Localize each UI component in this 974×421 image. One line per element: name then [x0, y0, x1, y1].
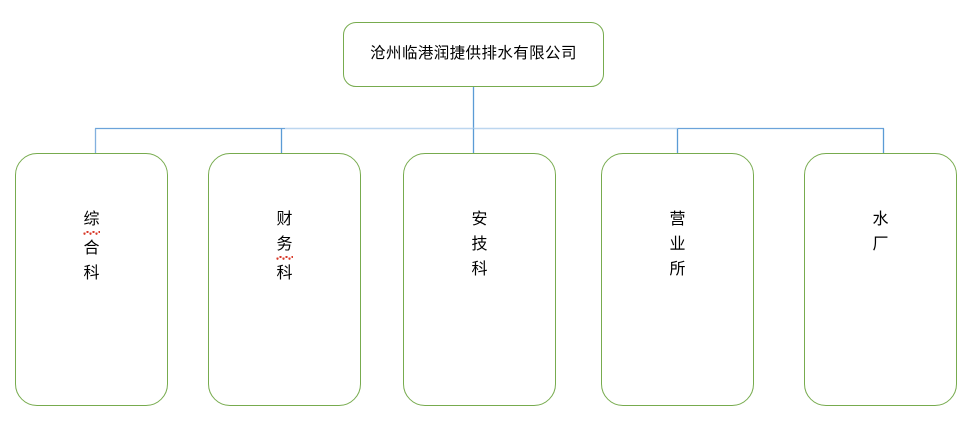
org-node-label-stack: 安 技 科 [471, 207, 487, 282]
org-node-anji-ke[interactable]: 安 技 科 [403, 153, 556, 406]
org-node-label-char: 水 [872, 211, 889, 228]
org-node-label-char: 业 [669, 236, 686, 253]
org-node-label-stack: 水 厂 [872, 207, 888, 257]
org-node-label-char: 财 [276, 211, 293, 228]
org-node-label-char: 科 [276, 265, 293, 282]
org-node-label-char: 科 [471, 261, 488, 278]
org-node-label-char: 技 [471, 236, 488, 253]
org-node-label-char: 综 [83, 207, 100, 236]
org-node-root[interactable]: 沧州临港润捷供排水有限公司 [343, 22, 604, 87]
org-node-yingye-suo[interactable]: 营 业 所 [601, 153, 754, 406]
org-node-label-char: 务 [276, 232, 293, 261]
org-node-label-char: 所 [669, 261, 686, 278]
org-node-label-char: 科 [83, 265, 100, 282]
org-node-label-stack: 营 业 所 [669, 207, 685, 282]
org-node-label-stack: 财 务 科 [276, 207, 293, 286]
org-node-label-char: 营 [669, 211, 686, 228]
org-node-label-char: 厂 [872, 236, 889, 253]
org-node-label-char: 安 [471, 211, 488, 228]
org-node-label-stack: 综 合 科 [83, 207, 100, 286]
org-node-caiwu-ke[interactable]: 财 务 科 [208, 153, 361, 406]
org-node-root-label: 沧州临港润捷供排水有限公司 [370, 45, 577, 63]
org-node-label-char: 合 [83, 240, 100, 257]
org-node-shuichang[interactable]: 水 厂 [804, 153, 957, 406]
org-node-zonghe-ke[interactable]: 综 合 科 [15, 153, 168, 406]
